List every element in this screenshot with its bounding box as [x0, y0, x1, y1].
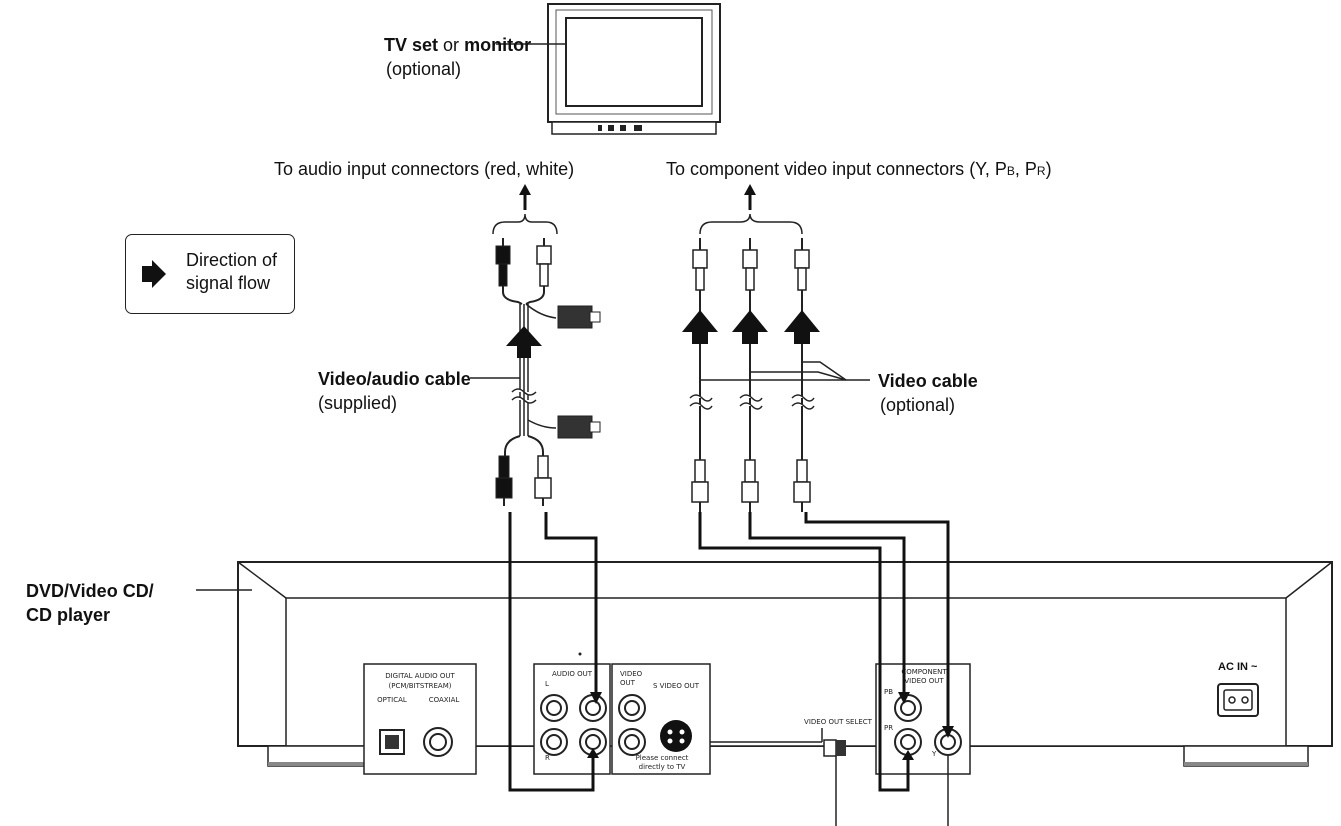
video-audio-cable-label: Video/audio cable	[318, 369, 471, 389]
tv-label: TV set or monitor	[384, 35, 532, 55]
svg-text:L: L	[545, 680, 549, 688]
player-label-line2: CD player	[26, 605, 111, 625]
video-out-select-switch: VIDEO OUT SELECT	[710, 718, 873, 757]
audio-input-label: To audio input connectors (red, white)	[274, 159, 575, 179]
video-cable-label: Video cable	[878, 371, 978, 391]
legend-line2: signal flow	[186, 273, 271, 293]
audio-flow-arrow	[506, 326, 542, 358]
digital-audio-out-panel: DIGITAL AUDIO OUT (PCM/BITSTREAM) OPTICA…	[363, 663, 477, 775]
cable-routes	[508, 512, 950, 792]
tv-illustration	[547, 3, 721, 135]
svg-text:Please connect: Please connect	[636, 754, 689, 762]
svg-text:directly to TV: directly to TV	[639, 763, 686, 771]
signal-flow-arrow-icon	[142, 260, 166, 288]
video-audio-cable-supplied: (supplied)	[318, 393, 398, 413]
svg-text:VIDEO OUT: VIDEO OUT	[904, 677, 944, 685]
svg-text:VIDEO: VIDEO	[620, 670, 643, 678]
svg-text:PB: PB	[884, 688, 893, 696]
svg-text:(PCM/BITSTREAM): (PCM/BITSTREAM)	[389, 682, 452, 690]
component-input-label: To component video input connectors (Y, …	[666, 159, 1052, 179]
svg-text:S VIDEO OUT: S VIDEO OUT	[653, 682, 700, 690]
component-up-arrow	[744, 184, 756, 210]
svg-text:OPTICAL: OPTICAL	[377, 696, 407, 704]
legend-line1: Direction of	[186, 250, 278, 270]
video-cable-optional: (optional)	[880, 395, 956, 415]
tv-optional-label: (optional)	[386, 59, 462, 79]
signal-flow-legend	[125, 234, 295, 314]
player-label-line1: DVD/Video CD/	[26, 581, 154, 601]
svg-text:OUT: OUT	[620, 679, 636, 687]
svg-text:COAXIAL: COAXIAL	[429, 696, 460, 704]
svg-text:AC IN ~: AC IN ~	[1218, 661, 1258, 673]
s-video-port	[660, 720, 692, 752]
svg-text:COMPONENT: COMPONENT	[901, 668, 947, 676]
video-cable-leader	[700, 361, 870, 381]
svg-text:Y: Y	[931, 750, 937, 758]
component-video-cables	[689, 238, 815, 512]
svg-text:PR: PR	[884, 724, 893, 732]
svg-text:DIGITAL AUDIO OUT: DIGITAL AUDIO OUT	[385, 672, 455, 680]
component-video-out-panel: COMPONENT VIDEO OUT PB PR Y	[875, 663, 971, 775]
svg-text:AUDIO OUT: AUDIO OUT	[552, 670, 593, 678]
video-out-panel: VIDEO OUT S VIDEO OUT Please connect dir…	[611, 663, 711, 775]
svg-text:R: R	[545, 754, 550, 762]
svg-text:VIDEO OUT SELECT: VIDEO OUT SELECT	[804, 718, 873, 726]
audio-up-arrow	[519, 184, 531, 210]
component-flow-arrows	[682, 310, 820, 344]
video-audio-cable	[495, 238, 601, 506]
ac-inlet: AC IN ~	[1217, 661, 1259, 717]
